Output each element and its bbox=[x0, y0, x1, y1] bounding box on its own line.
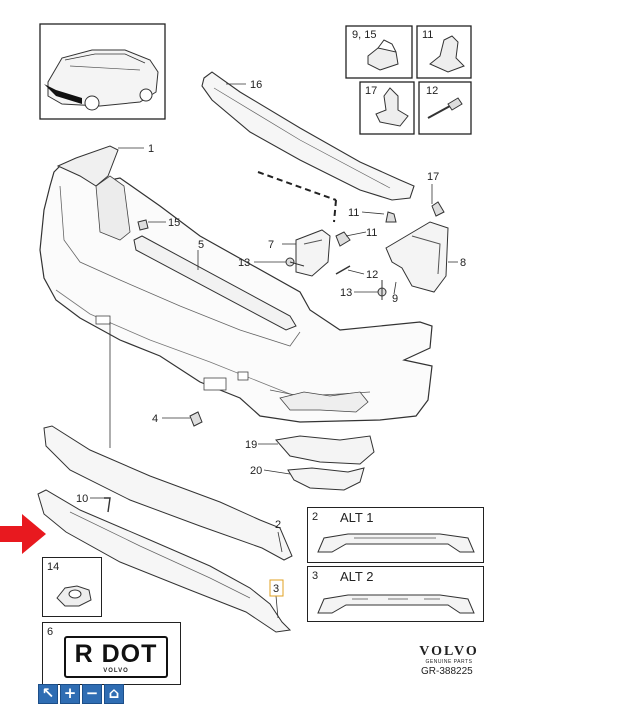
highlight-box-3 bbox=[269, 579, 284, 597]
alt1-diffuser-icon bbox=[317, 533, 475, 553]
alt2-label: ALT 2 bbox=[340, 569, 374, 584]
callout-13b: 13 bbox=[340, 287, 352, 299]
alt2-box: 3 ALT 2 bbox=[307, 566, 484, 622]
callout-20: 20 bbox=[250, 465, 262, 477]
pointer-icon[interactable]: ↖ bbox=[38, 684, 58, 704]
diffuser-alt2 bbox=[37, 489, 292, 633]
callout-13a: 13 bbox=[238, 257, 250, 269]
diagram-reference: GR-388225 bbox=[421, 666, 473, 677]
callout-9: 9 bbox=[392, 293, 398, 305]
inset-label-17: 17 bbox=[365, 85, 378, 97]
callout-2: 2 bbox=[275, 519, 281, 531]
plate-text: R DOT bbox=[74, 640, 158, 668]
callout-4: 4 bbox=[152, 413, 158, 425]
callout-10: 10 bbox=[76, 493, 88, 505]
vehicle-thumbnail bbox=[39, 23, 166, 120]
home-button[interactable]: ⌂ bbox=[104, 684, 124, 704]
inset-label-12: 12 bbox=[426, 85, 439, 97]
reflector-19 bbox=[275, 435, 375, 465]
license-plate: R DOT VOLVO bbox=[64, 636, 168, 678]
alt1-label: ALT 1 bbox=[340, 510, 374, 525]
inset-label-14: 14 bbox=[47, 561, 60, 573]
inset-label-11: 11 bbox=[422, 29, 434, 41]
bumper-cover bbox=[39, 145, 433, 423]
callout-11b: 11 bbox=[366, 227, 377, 239]
leader-lines bbox=[90, 83, 458, 619]
alt1-number: 2 bbox=[312, 511, 319, 523]
alt2-diffuser-icon bbox=[317, 594, 475, 614]
fasteners bbox=[104, 201, 445, 513]
clip-inset-17 bbox=[359, 81, 415, 135]
logo-name: VOLVO bbox=[419, 644, 479, 659]
callout-19: 19 bbox=[245, 439, 257, 451]
red-arrow-icon bbox=[0, 514, 46, 554]
rivet-inset-12 bbox=[418, 81, 472, 135]
plate-brand: VOLVO bbox=[103, 668, 129, 674]
inset-label-6: 6 bbox=[47, 626, 54, 638]
right-bracket bbox=[385, 221, 449, 293]
zoom-out-button[interactable]: − bbox=[82, 684, 102, 704]
clip-inset-9-15 bbox=[345, 25, 413, 79]
alt2-number: 3 bbox=[312, 570, 319, 582]
clip-inset-11 bbox=[416, 25, 472, 79]
left-bracket bbox=[295, 229, 331, 277]
diffuser-alt1 bbox=[43, 425, 293, 561]
logo-sub: GENUINE PARTS bbox=[425, 659, 473, 665]
grommet-icon bbox=[56, 585, 92, 607]
zoom-toolbar: ↖ + − ⌂ bbox=[38, 684, 124, 704]
callout-8: 8 bbox=[460, 257, 466, 269]
reflector-20 bbox=[287, 467, 365, 491]
callout-3: 3 bbox=[273, 583, 279, 595]
callout-5: 5 bbox=[198, 239, 204, 251]
callout-16: 16 bbox=[250, 79, 262, 91]
zoom-in-button[interactable]: + bbox=[60, 684, 80, 704]
volvo-logo: VOLVO GENUINE PARTS bbox=[412, 644, 486, 665]
callout-1: 1 bbox=[148, 143, 154, 155]
inset-label-9-15: 9, 15 bbox=[352, 29, 377, 41]
callout-7: 7 bbox=[268, 239, 274, 251]
callout-17: 17 bbox=[427, 171, 439, 183]
callout-12: 12 bbox=[366, 269, 378, 281]
reinforcement-beam bbox=[201, 71, 415, 223]
inset-box-14: 14 bbox=[42, 557, 102, 617]
alt1-box: 2 ALT 1 bbox=[307, 507, 484, 563]
callout-15: 15 bbox=[168, 217, 180, 229]
callout-11a: 11 bbox=[348, 207, 359, 219]
